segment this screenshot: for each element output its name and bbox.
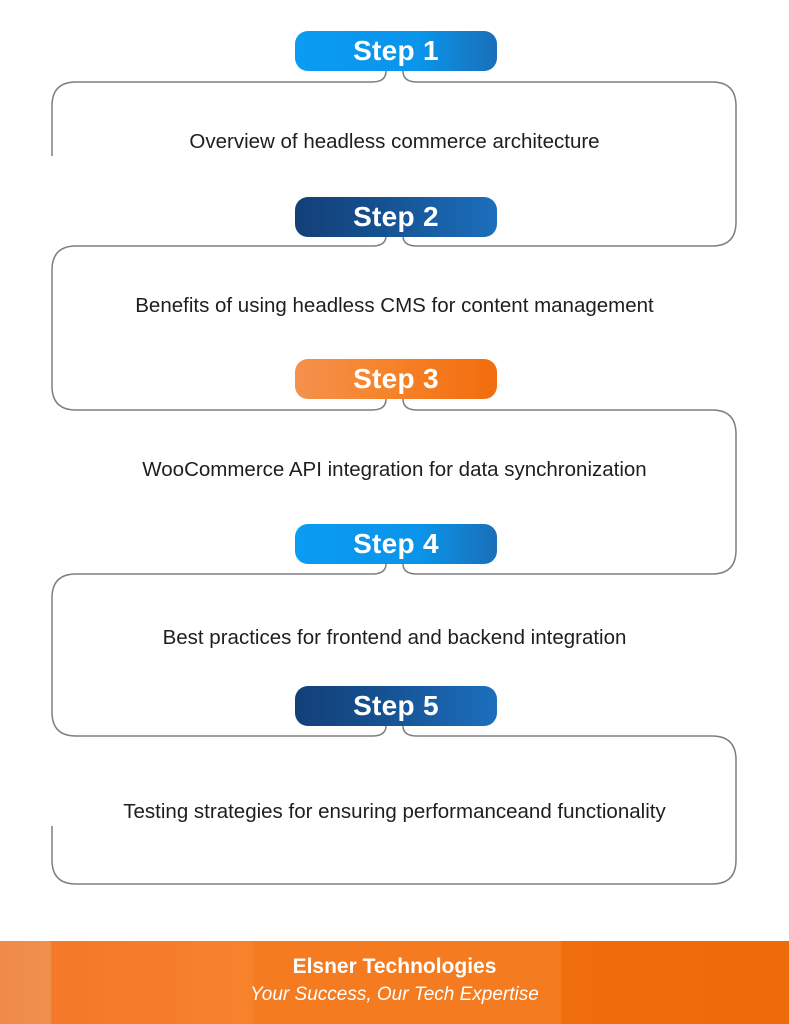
- step-2-box-outline: [51, 235, 387, 411]
- company-tagline: Your Success, Our Tech Expertise: [250, 984, 539, 1005]
- step-2-badge: Step 2: [295, 197, 497, 237]
- step-4-box-outline: [51, 563, 387, 737]
- footer-banner: Elsner Technologies Your Success, Our Te…: [0, 941, 789, 1024]
- step-4-badge: Step 4: [295, 524, 497, 564]
- step-3-box-outline: [402, 398, 737, 575]
- step-1-description: Overview of headless commerce architectu…: [189, 130, 600, 153]
- step-5-box-outline: [51, 725, 737, 885]
- step-4-description: Best practices for frontend and backend …: [162, 626, 627, 649]
- step-1-box-outline: [51, 70, 387, 156]
- step-1-badge: Step 1: [295, 31, 497, 71]
- step-3-description: WooCommerce API integration for data syn…: [142, 458, 647, 481]
- step-5-description: Testing strategies for ensuring performa…: [123, 800, 666, 823]
- step-2-box-outline-right: [402, 235, 487, 247]
- step-2-description: Benefits of using headless CMS for conte…: [135, 294, 654, 317]
- step-1-box-outline-right: [402, 70, 737, 247]
- step-5-badge: Step 5: [295, 686, 497, 726]
- company-name: Elsner Technologies: [292, 955, 497, 978]
- step-3-badge: Step 3: [295, 359, 497, 399]
